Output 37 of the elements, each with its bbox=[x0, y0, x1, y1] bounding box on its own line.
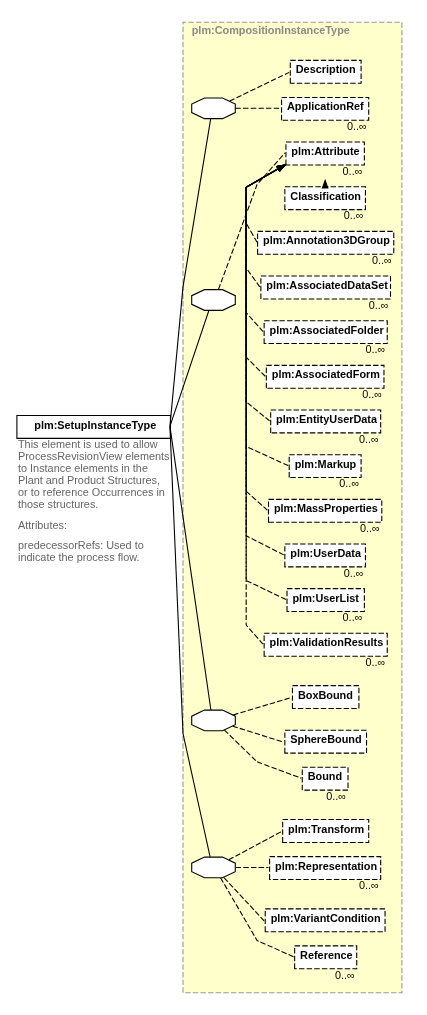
node-label: 0..∞ bbox=[358, 432, 379, 445]
node-label: Attributes: bbox=[17, 518, 67, 531]
node-label: 0..∞ bbox=[368, 298, 389, 311]
node-label: 0..∞ bbox=[342, 164, 363, 177]
node-label: predecessorRefs: Used to indicate the process flow. bbox=[17, 539, 144, 564]
node-label: 0..∞ bbox=[343, 209, 364, 222]
node-octagon bbox=[191, 709, 236, 732]
connector bbox=[229, 71, 290, 102]
connector bbox=[223, 729, 302, 779]
connector bbox=[235, 866, 270, 869]
connector bbox=[232, 697, 292, 716]
node-label: 0..∞ bbox=[334, 968, 355, 981]
node-label: 0..∞ bbox=[360, 522, 380, 535]
node-label: 0..∞ bbox=[326, 789, 347, 802]
connector bbox=[220, 877, 295, 958]
node-label: 0..∞ bbox=[371, 254, 392, 267]
connector bbox=[217, 152, 286, 290]
node-label: 0..∞ bbox=[358, 879, 379, 892]
connector bbox=[169, 118, 212, 427]
node-label: 0..∞ bbox=[342, 611, 363, 624]
connector bbox=[169, 310, 210, 427]
connector bbox=[223, 877, 265, 922]
connector bbox=[232, 725, 285, 743]
node-octagon bbox=[191, 97, 236, 120]
node-label: 0..∞ bbox=[339, 477, 360, 490]
node-label: 0..∞ bbox=[343, 566, 364, 579]
node-label: 0..∞ bbox=[346, 120, 367, 133]
node-label: 0..∞ bbox=[365, 343, 386, 356]
connector bbox=[228, 831, 283, 861]
connector bbox=[234, 107, 282, 109]
connector bbox=[169, 425, 211, 858]
node-label: 0..∞ bbox=[362, 388, 383, 401]
node-label: This element is used to allow ProcessRevisionView elements to Instance elements in the Plant and Product Structures, or to reference Occurrences in those structures. bbox=[17, 438, 170, 511]
arrow bbox=[245, 164, 289, 467]
node-label: 0..∞ bbox=[365, 655, 386, 668]
node-octagon bbox=[191, 289, 236, 311]
node-octagon bbox=[191, 856, 236, 879]
